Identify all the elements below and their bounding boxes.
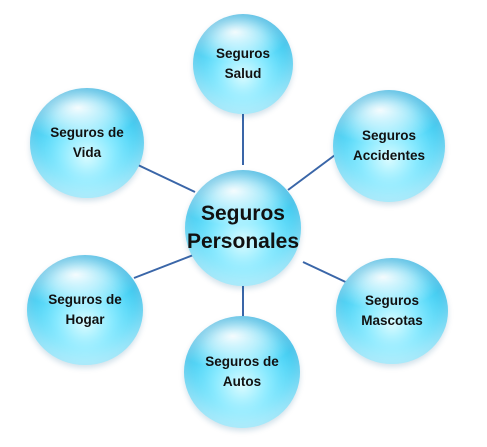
connector-vida bbox=[137, 164, 196, 193]
node-mascotas-label: Seguros Mascotas bbox=[361, 293, 423, 328]
node-autos: Seguros de Autos bbox=[184, 316, 300, 428]
node-autos-label: Seguros de Autos bbox=[205, 354, 279, 389]
node-hogar-label: Seguros de Hogar bbox=[48, 292, 122, 327]
node-accidentes: Seguros Accidentes bbox=[333, 90, 445, 202]
center-node-label: Seguros Personales bbox=[186, 201, 300, 253]
node-accidentes-label: Seguros Accidentes bbox=[352, 128, 426, 163]
node-salud: Seguros Salud bbox=[193, 14, 293, 114]
connector-hogar bbox=[133, 253, 197, 279]
center-node: Seguros Personales bbox=[185, 170, 301, 286]
node-salud-label: Seguros Salud bbox=[215, 46, 270, 81]
connector-mascotas bbox=[302, 261, 353, 286]
node-hogar: Seguros de Hogar bbox=[27, 255, 143, 365]
node-vida: Seguros de Vida bbox=[30, 88, 144, 198]
node-vida-label: Seguros de Vida bbox=[50, 125, 124, 160]
node-mascotas: Seguros Mascotas bbox=[336, 258, 448, 364]
connector-accidentes bbox=[287, 154, 336, 191]
